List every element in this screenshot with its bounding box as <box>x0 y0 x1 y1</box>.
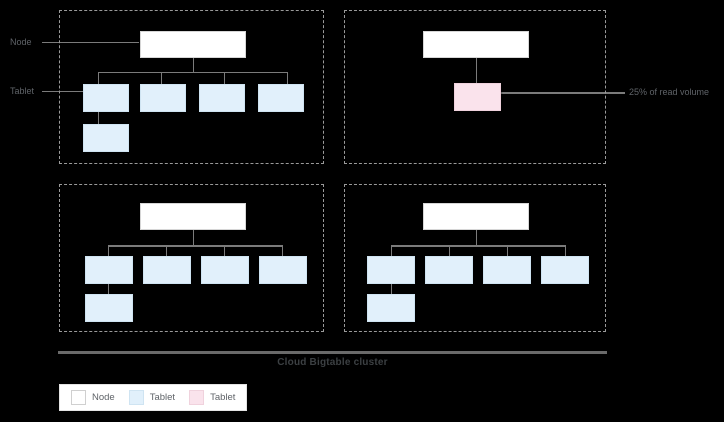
connector-trunk <box>476 58 477 83</box>
tablet-box[interactable] <box>367 256 415 284</box>
legend-item-node: Node <box>71 390 115 405</box>
tablet-box[interactable] <box>483 256 531 284</box>
connector-drop <box>224 245 225 256</box>
connector-drop <box>98 112 99 124</box>
node-box[interactable] <box>140 31 246 58</box>
annotation-node-label: Node <box>10 37 32 47</box>
tablet-box[interactable] <box>83 84 129 112</box>
connector-drop <box>224 72 225 84</box>
cluster-panel-bottom-left <box>59 184 324 332</box>
connector-drop <box>282 245 283 256</box>
annotation-read-volume-leader-line <box>498 92 625 94</box>
connector-drop <box>391 284 392 294</box>
connector-drop <box>108 284 109 294</box>
tablet-box[interactable] <box>85 294 133 322</box>
connector-bus <box>98 72 288 73</box>
tablet-box[interactable] <box>201 256 249 284</box>
tablet-box[interactable] <box>83 124 129 152</box>
legend-item-hot-tablet: Tablet <box>189 390 235 405</box>
annotation-tablet-label: Tablet <box>10 86 35 96</box>
hot-tablet-box[interactable] <box>454 83 501 111</box>
legend-label-node: Node <box>92 392 115 403</box>
connector-trunk <box>193 230 194 245</box>
tablet-box[interactable] <box>85 256 133 284</box>
legend-label-hot-tablet: Tablet <box>210 392 236 403</box>
connector-drop <box>98 72 99 84</box>
node-box[interactable] <box>140 203 246 230</box>
connector-drop <box>166 245 167 256</box>
legend: Node Tablet Tablet <box>59 384 248 411</box>
node-box[interactable] <box>423 203 529 230</box>
connector-drop <box>287 72 288 84</box>
tablet-box[interactable] <box>143 256 191 284</box>
tablet-box[interactable] <box>258 84 304 112</box>
legend-swatch-node-icon <box>71 390 86 405</box>
connector-drop <box>391 245 392 256</box>
connector-drop <box>565 245 566 256</box>
annotation-read-volume-label: 25% of read volume <box>629 87 710 97</box>
tablet-box[interactable] <box>425 256 473 284</box>
cluster-caption: Cloud Bigtable cluster <box>277 357 388 368</box>
connector-trunk <box>193 58 194 72</box>
connector-drop <box>108 245 109 256</box>
cluster-panel-bottom-right <box>344 184 606 332</box>
connector-drop <box>507 245 508 256</box>
legend-swatch-hot-tablet-icon <box>189 390 205 405</box>
connector-trunk <box>476 230 477 245</box>
tablet-box[interactable] <box>259 256 307 284</box>
annotation-tablet-leader-line <box>42 91 85 92</box>
connector-bus <box>391 245 566 247</box>
connector-drop <box>161 72 162 84</box>
tablet-box[interactable] <box>541 256 589 284</box>
connector-drop <box>449 245 450 256</box>
connector-bus <box>108 245 283 247</box>
cluster-panel-top-right <box>344 10 606 164</box>
annotation-node-leader-line <box>42 42 139 43</box>
tablet-box[interactable] <box>140 84 186 112</box>
cluster-rule <box>58 351 607 354</box>
tablet-box[interactable] <box>367 294 415 322</box>
tablet-box[interactable] <box>199 84 245 112</box>
node-box[interactable] <box>423 31 529 58</box>
legend-swatch-tablet-icon <box>128 390 144 405</box>
legend-item-tablet: Tablet <box>128 390 176 405</box>
cluster-panel-top-left <box>59 10 324 164</box>
legend-label-tablet: Tablet <box>149 392 176 403</box>
